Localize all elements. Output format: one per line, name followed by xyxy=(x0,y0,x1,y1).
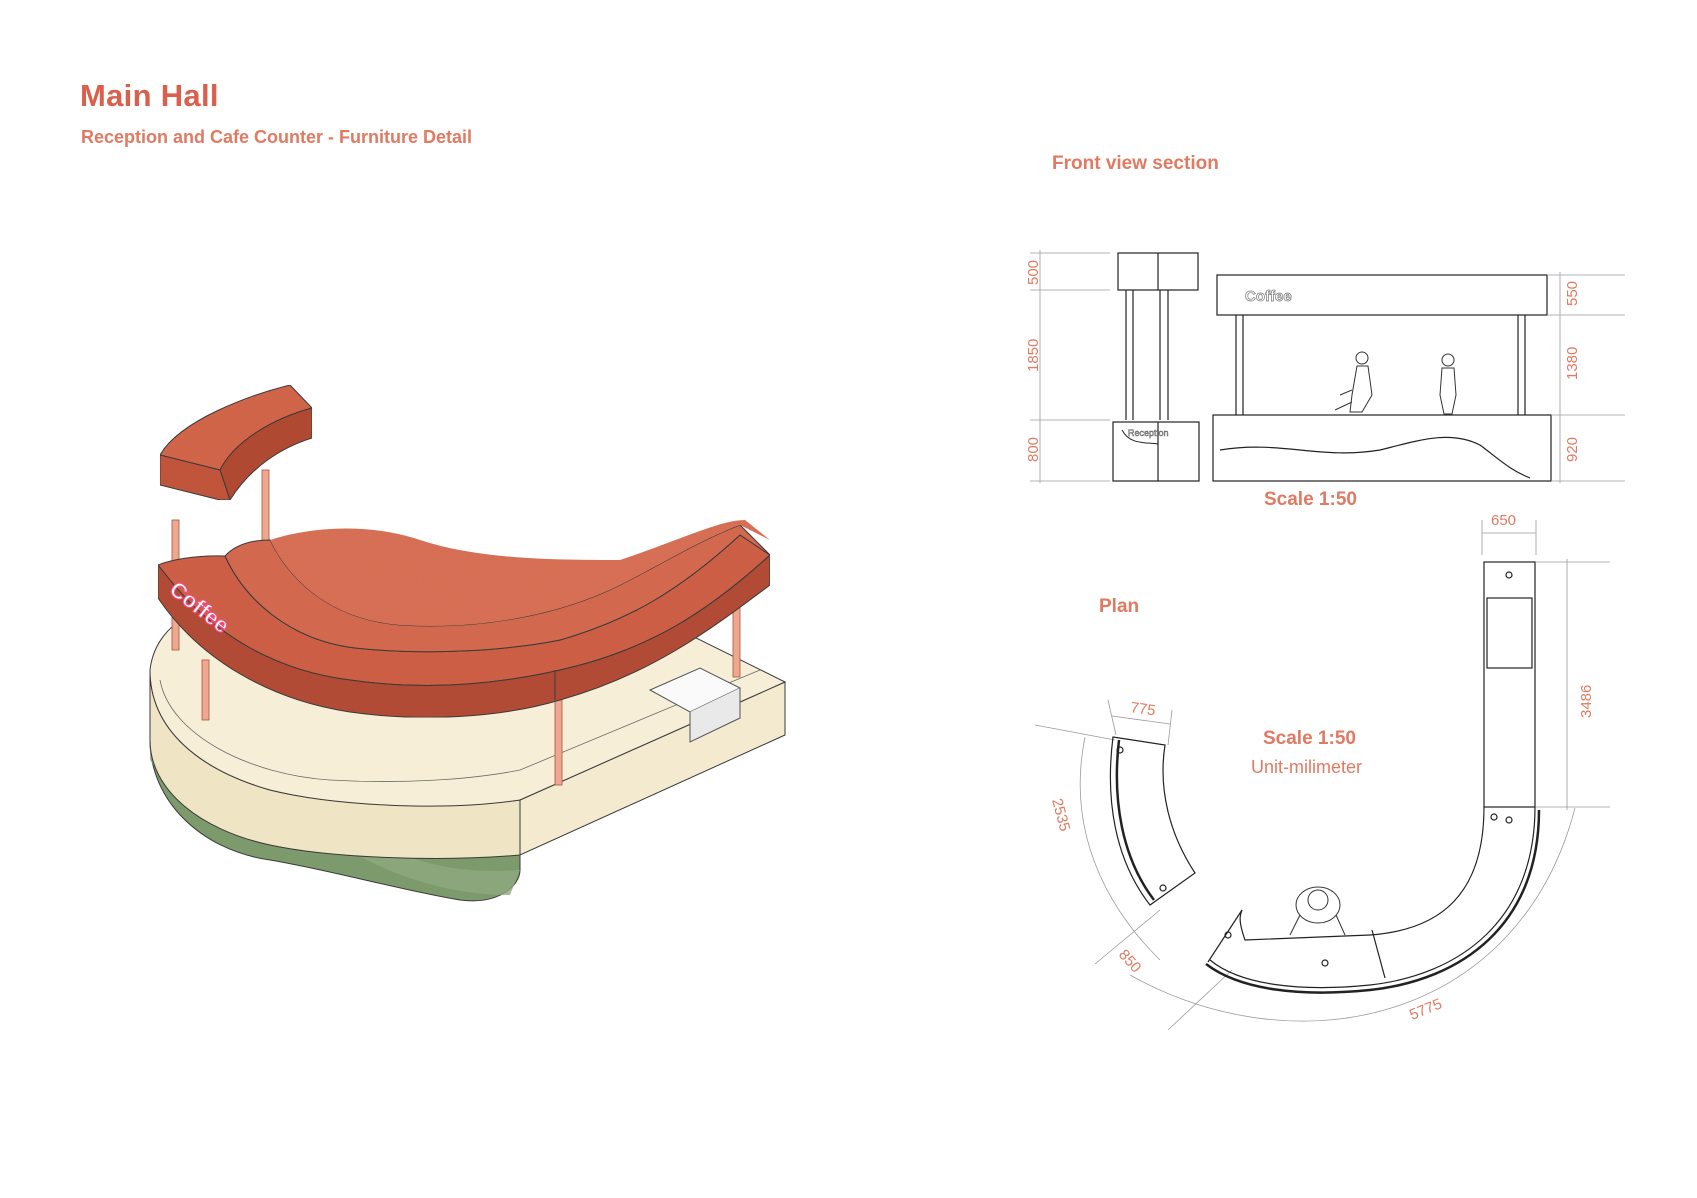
front-elevation: Coffee xyxy=(1212,274,1552,482)
plan-right-arm xyxy=(1483,561,1536,824)
plan-unit-label: Unit-milimeter xyxy=(1251,757,1363,777)
dim-right-top: 550 xyxy=(1564,281,1581,306)
page-subtitle: Reception and Cafe Counter - Furniture D… xyxy=(81,127,473,147)
plan-heading: Plan xyxy=(1099,596,1140,617)
upper-canopy xyxy=(159,384,313,502)
post xyxy=(201,659,210,721)
dim-right-length: 3486 xyxy=(1578,685,1595,718)
front-view-dimensions: 500 1850 800 550 1380 920 xyxy=(1025,260,1581,462)
isometric-counter-illustration: Coffee xyxy=(149,384,787,902)
dim-gap: 850 xyxy=(1115,946,1144,976)
front-view-heading: Front view section xyxy=(1052,153,1219,174)
page-title: Main Hall xyxy=(80,78,219,113)
dim-left-bottom: 800 xyxy=(1025,437,1042,462)
dim-right-bottom: 920 xyxy=(1564,437,1581,462)
plan-dimensions: 650 3486 775 2535 850 5775 xyxy=(1048,512,1595,1024)
figure-icon xyxy=(1334,351,1373,413)
plan-scale: Scale 1:50 xyxy=(1263,728,1356,749)
figure-icon xyxy=(1439,353,1457,415)
dim-left-arc: 2535 xyxy=(1048,797,1073,834)
side-elevation: Reception xyxy=(1112,252,1200,482)
dim-left-top: 500 xyxy=(1025,260,1042,285)
plan-left-segment xyxy=(1109,736,1196,906)
front-view-section: Reception Coffee xyxy=(1030,250,1625,483)
front-view-scale: Scale 1:50 xyxy=(1264,489,1357,510)
plan-drawing xyxy=(1034,520,1610,1031)
person-topview-icon xyxy=(1289,886,1346,936)
main-canopy xyxy=(157,520,771,718)
plan-main-curve xyxy=(1208,807,1484,958)
side-label: Reception xyxy=(1128,428,1169,438)
dim-outer-arc: 5775 xyxy=(1407,995,1444,1023)
post xyxy=(554,699,563,786)
front-sign-text: Coffee xyxy=(1245,288,1292,305)
dim-left-middle: 1850 xyxy=(1025,339,1042,372)
post xyxy=(732,606,741,678)
dim-left-width: 775 xyxy=(1129,699,1156,719)
dim-top-width: 650 xyxy=(1491,512,1516,529)
dim-right-middle: 1380 xyxy=(1564,347,1581,380)
